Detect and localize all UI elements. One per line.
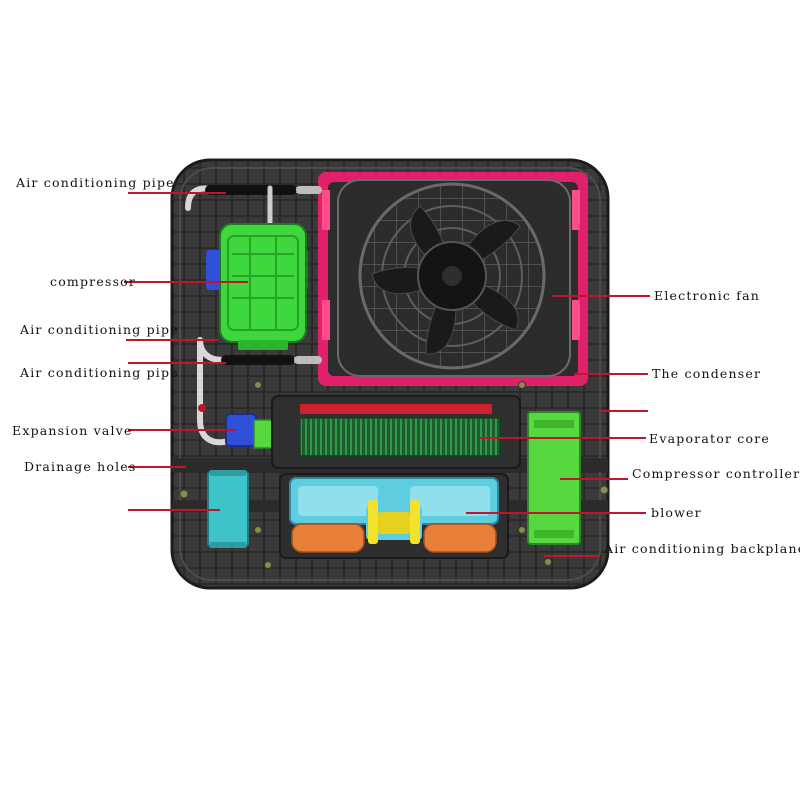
label-compressor: compressor bbox=[50, 274, 137, 289]
label-drainage-holes: Drainage holes bbox=[24, 459, 137, 474]
compressor-controller bbox=[527, 411, 581, 545]
blower bbox=[279, 473, 509, 559]
left-module bbox=[207, 470, 249, 548]
label-air-conditioning-pipe-1: Air conditioning pipe bbox=[16, 175, 175, 190]
label-electronic-fan: Electronic fan bbox=[654, 288, 760, 303]
evaporator-core bbox=[271, 395, 521, 469]
label-compressor-controller: Compressor controller bbox=[632, 466, 800, 481]
fan-icon bbox=[337, 179, 571, 377]
label-blower: blower bbox=[651, 505, 702, 520]
label-air-conditioning-pipe-3: Air conditioning pipe bbox=[20, 365, 179, 380]
leader-lines bbox=[124, 192, 650, 557]
label-evaporator-core: Evaporator core bbox=[649, 431, 770, 446]
label-air-conditioning-pipe-2: Air conditioning pipe bbox=[20, 322, 179, 337]
label-expansion-valve: Expansion valve bbox=[12, 423, 133, 438]
label-air-conditioning-backplane: Air conditioning backplane bbox=[604, 541, 800, 556]
label-condenser: The condenser bbox=[652, 366, 762, 381]
compressor bbox=[206, 223, 308, 350]
drainage-holes bbox=[179, 381, 609, 569]
air-conditioning-pipes bbox=[185, 185, 322, 446]
